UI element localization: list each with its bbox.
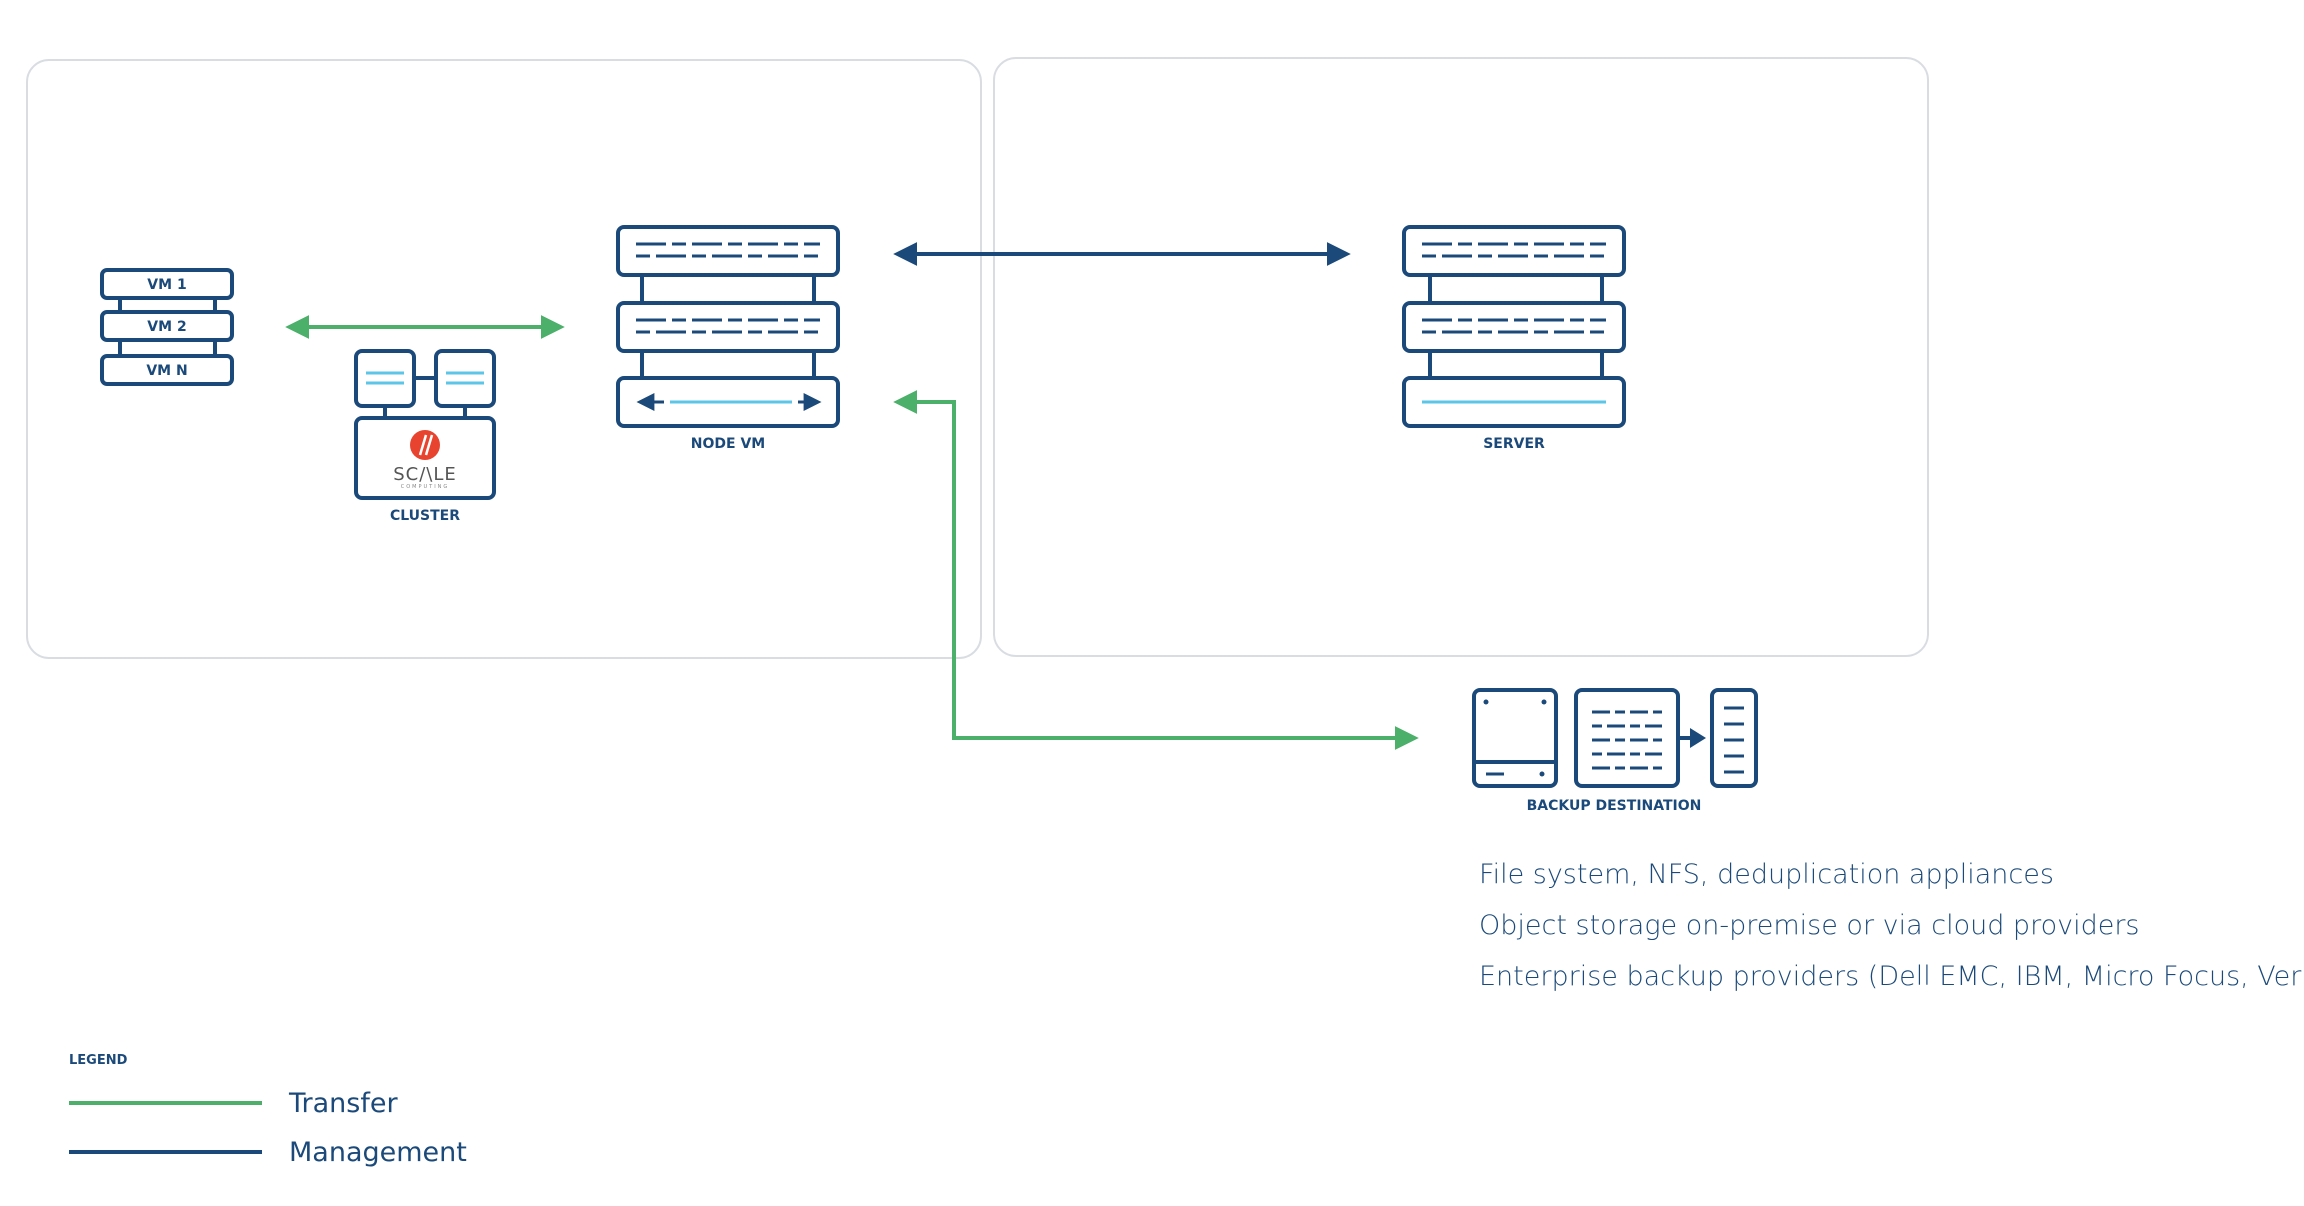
document-icon — [1574, 688, 1680, 788]
transfer-arrow-icon — [1678, 728, 1706, 748]
backup-description-line: Enterprise backup providers (Dell EMC, I… — [1479, 961, 2304, 992]
cluster-label: CLUSTER — [390, 508, 460, 524]
server-rack-icon — [1402, 225, 1626, 428]
vm-label: VM 2 — [147, 319, 186, 335]
vm-label: VM N — [146, 363, 187, 379]
backup-description-line: File system, NFS, deduplication applianc… — [1479, 859, 2054, 890]
scale-logo-icon — [410, 430, 440, 460]
vm-item — [100, 268, 234, 300]
scale-logo-text: SC/\LE — [393, 464, 457, 485]
backup-description-line: Object storage on-premise or via cloud p… — [1479, 910, 2140, 941]
legend-title: LEGEND — [69, 1053, 128, 1068]
backup-destination-label: BACKUP DESTINATION — [1527, 798, 1702, 814]
backup-destination-icons — [1472, 688, 1758, 788]
legend-label-transfer: Transfer — [288, 1088, 398, 1119]
vm-item — [100, 310, 234, 342]
node-vm-rack-icon — [616, 225, 840, 428]
transfer-connector-node-backup — [893, 390, 1419, 750]
legend-label-management: Management — [289, 1137, 467, 1168]
legend: LEGEND Transfer Management — [69, 1053, 467, 1168]
vm-item — [100, 354, 234, 386]
server-label: SERVER — [1483, 436, 1545, 452]
right-panel — [993, 57, 1929, 657]
scale-logo-subtext: COMPUTING — [401, 484, 450, 490]
storage-tower-icon — [1710, 688, 1758, 788]
vm-label: VM 1 — [147, 277, 186, 293]
disk-drive-icon — [1472, 688, 1558, 788]
node-vm-label: NODE VM — [691, 436, 765, 452]
cluster-icon: SC/\LE COMPUTING — [354, 349, 496, 500]
left-panel — [26, 59, 982, 659]
vm-stack: VM 1 VM 2 VM N — [100, 268, 234, 386]
